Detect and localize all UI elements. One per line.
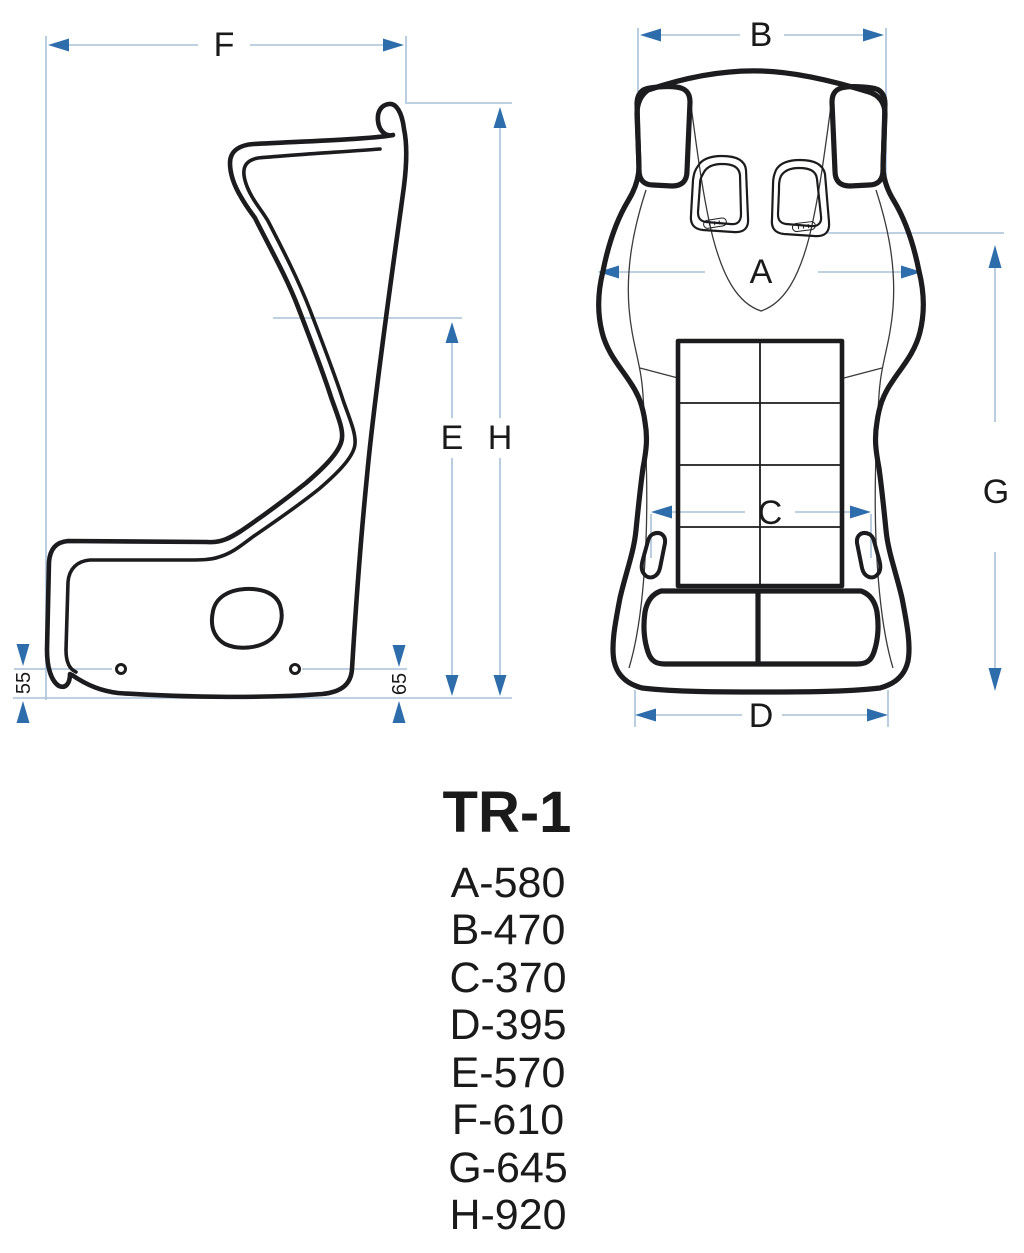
arrow-65-up — [392, 701, 406, 723]
side-view-arrows — [16, 38, 507, 723]
spec-item-b: B-470 — [451, 906, 566, 954]
mount-hole-front — [115, 663, 127, 675]
arrow-a-right — [901, 265, 922, 279]
brand-badge-outline — [791, 221, 816, 232]
brand-badge-marks — [708, 220, 721, 227]
spec-item-e: E-570 — [451, 1049, 566, 1097]
front-view: B A C D G — [596, 16, 1009, 735]
side-seat-outline — [44, 101, 409, 700]
arrow-55-up — [16, 701, 30, 723]
dim-label-f: F — [214, 26, 235, 64]
arrow-e-up — [445, 322, 459, 343]
spec-item-f: F-610 — [452, 1096, 564, 1144]
arrow-d-right — [867, 708, 888, 722]
arrow-c-right — [850, 505, 871, 519]
side-shell-inner — [64, 147, 382, 674]
seam-right — [843, 367, 883, 379]
arrow-f-left — [48, 38, 69, 52]
dim-label-h: H — [488, 419, 513, 457]
side-view-dimension-lines — [13, 36, 512, 700]
shoulder-wing-left — [634, 83, 693, 189]
harness-hole-left-inner — [696, 162, 743, 226]
arrow-c-left — [651, 505, 672, 519]
arrow-f-right — [383, 38, 404, 52]
spec-item-g: G-645 — [448, 1144, 568, 1192]
dim-label-g: G — [983, 473, 1009, 511]
side-mount-slot — [209, 586, 284, 650]
arrow-e-down — [445, 675, 459, 696]
harness-hole-right-outer — [770, 158, 831, 238]
seam-left — [639, 367, 679, 379]
offset-label-65: 65 — [389, 673, 411, 695]
seat-cushion — [641, 588, 881, 667]
arrow-b-right — [863, 28, 884, 42]
dim-label-a: A — [750, 253, 773, 291]
shoulder-wing-right — [829, 83, 888, 189]
mount-hole-rear — [289, 663, 301, 675]
arrow-d-left — [635, 708, 656, 722]
spec-item-h: H-920 — [449, 1191, 566, 1239]
harness-holes — [689, 154, 831, 238]
side-view: F E H 55 65 — [13, 26, 512, 723]
model-title: TR-1 — [443, 780, 572, 845]
belt-slot-left — [639, 531, 668, 580]
dim-label-d: D — [749, 697, 774, 735]
spec-item-a: A-580 — [451, 859, 566, 907]
belt-slot-right — [854, 531, 883, 580]
arrow-h-down — [493, 675, 507, 696]
front-shell-outline — [596, 68, 926, 695]
arrow-b-left — [640, 28, 661, 42]
dim-label-e: E — [441, 419, 464, 457]
arrow-h-up — [493, 107, 507, 128]
arrow-g-up — [988, 245, 1002, 268]
dim-label-b: B — [750, 16, 773, 54]
arrow-a-left — [598, 265, 619, 279]
arrow-65-down — [392, 645, 406, 667]
harness-hole-left-outer — [689, 154, 750, 234]
quilt-grid — [678, 341, 842, 586]
spec-item-d: D-395 — [449, 1001, 566, 1049]
front-seat-outline — [596, 68, 926, 695]
side-shell-outer — [44, 101, 409, 700]
harness-hole-right-inner — [776, 166, 823, 228]
brand-badge-marks — [797, 223, 810, 230]
arrow-55-down — [16, 644, 30, 666]
brand-badge-right — [791, 221, 816, 232]
spec-item-c: C-370 — [449, 954, 566, 1002]
brand-badge-outline — [703, 217, 727, 229]
brand-badge-left — [703, 217, 727, 229]
dim-label-c: C — [758, 494, 783, 532]
spec-block: TR-1 A-580 B-470 C-370 D-395 E-570 F-610… — [443, 780, 572, 1239]
offset-label-55: 55 — [13, 672, 35, 694]
front-view-arrows — [598, 28, 1002, 722]
arrow-g-down — [988, 668, 1002, 691]
